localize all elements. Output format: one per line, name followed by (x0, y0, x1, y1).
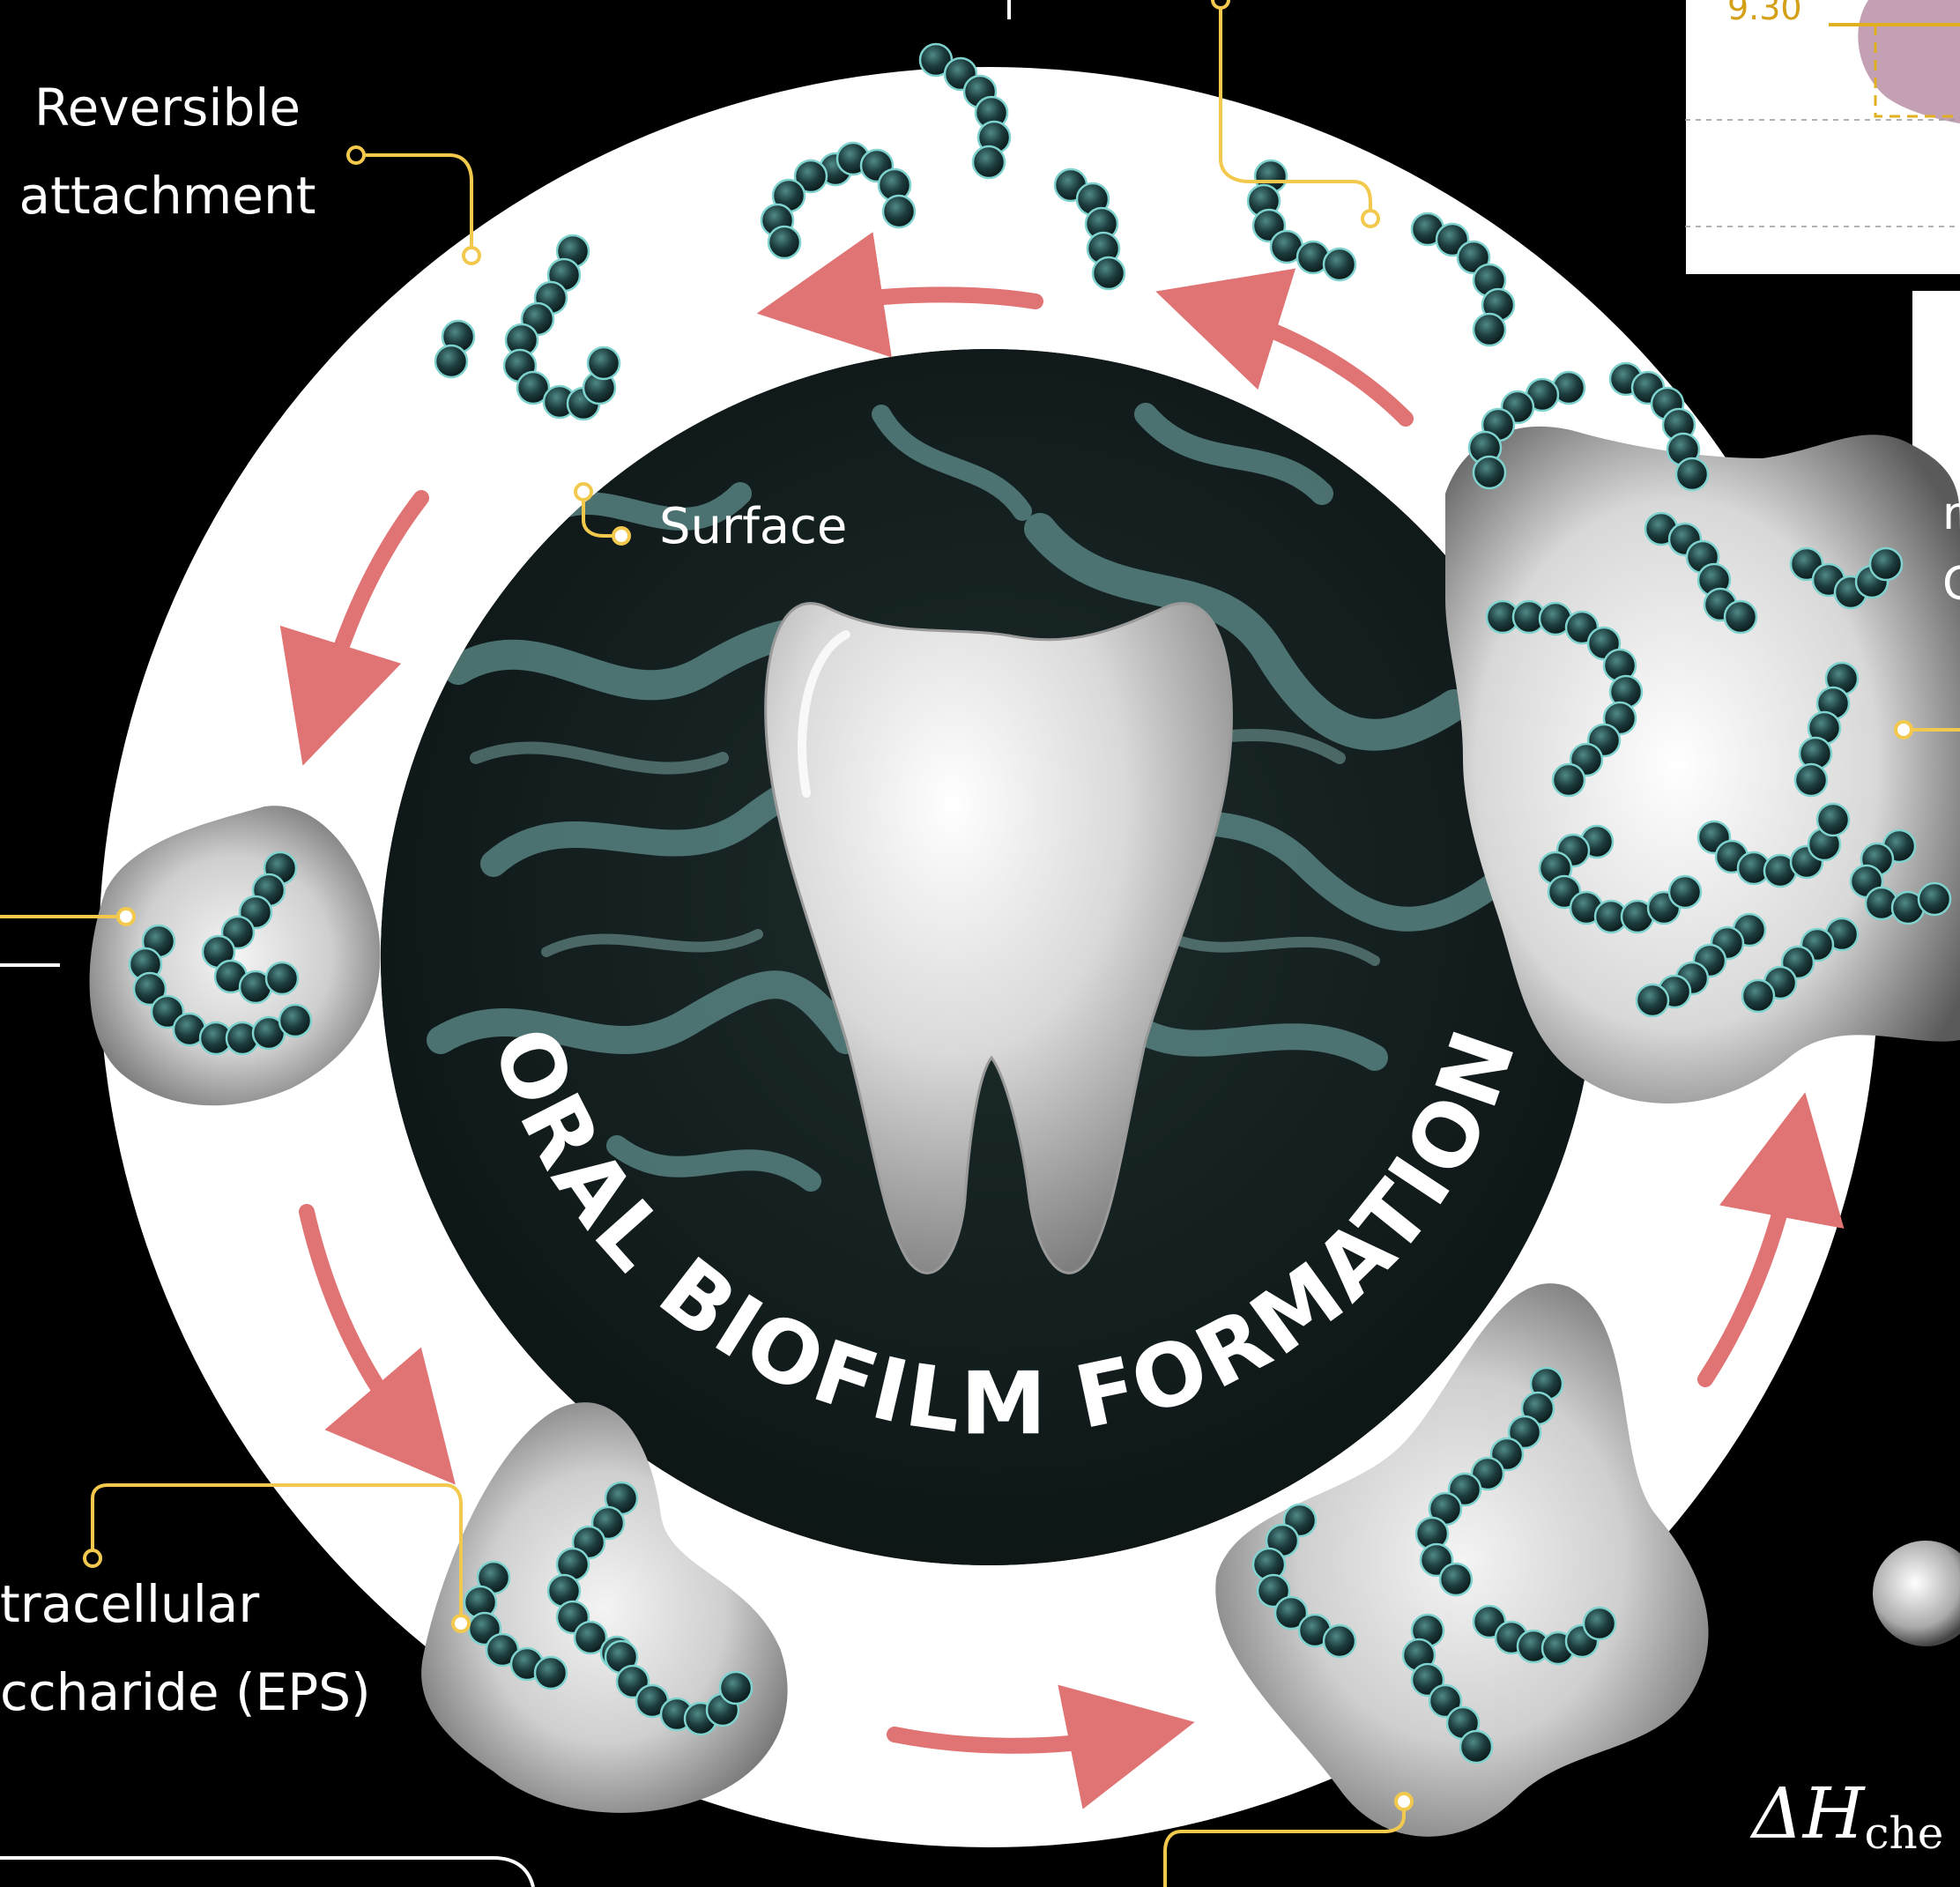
y-tick-10: 10 (1611, 6, 1644, 37)
coccus-cell (1919, 883, 1950, 915)
formula-subscript: che (1865, 1808, 1944, 1859)
callout-dot (464, 248, 479, 264)
coccus-cell (1460, 1731, 1492, 1763)
reversible-attachment-label: Reversible attachment (18, 63, 317, 240)
eps-line-2: ccharide (EPS) (0, 1648, 371, 1736)
coccus-cell (1324, 249, 1355, 280)
formula-main: ΔH (1749, 1772, 1867, 1854)
callout-dot (118, 909, 134, 925)
callout-dot (575, 484, 591, 500)
y-axis-label: Relative (1572, 31, 1613, 194)
y-tick-5: 5 (1628, 107, 1644, 137)
callout-dot (1362, 211, 1378, 227)
reversible-line-1: Reversible (18, 63, 317, 152)
coccus-cell (1795, 764, 1827, 796)
arrow-2 (820, 294, 1036, 304)
callout-dot (1213, 0, 1229, 8)
coccus-cell (1584, 1608, 1615, 1639)
y-tick-0: 0 (1628, 212, 1644, 243)
coccus-cell (1093, 257, 1125, 289)
coccus-cell (883, 196, 915, 227)
edge-letter-f: F (1942, 408, 1960, 461)
reversible-line-2: attachment (18, 152, 317, 240)
coccus-cell (279, 1005, 311, 1036)
eps-line-1: tracellular (0, 1560, 371, 1648)
coccus-cell (1742, 980, 1774, 1012)
coccus-cell (720, 1672, 752, 1704)
callout-dot (1896, 722, 1912, 738)
callout-dot (348, 147, 364, 163)
coccus-cell (1553, 764, 1585, 796)
surface-label: Surface (659, 498, 847, 555)
callout-dot (1396, 1794, 1412, 1809)
coccus-cell (1474, 314, 1505, 345)
coccus-cell (1676, 458, 1708, 490)
coccus-cell (1870, 548, 1902, 580)
coccus-cell (768, 227, 800, 258)
callout-dot (613, 528, 629, 544)
coccus-cell (973, 146, 1005, 178)
coccus-cell (1440, 1564, 1472, 1595)
callout-dot (453, 1616, 469, 1631)
eps-label: tracellular ccharide (EPS) (0, 1560, 371, 1736)
coccus-cell (1669, 876, 1701, 908)
coccus-cell (1474, 457, 1505, 488)
annotation-value: 9.30 (1727, 0, 1802, 27)
coccus-cell (1324, 1625, 1355, 1657)
coccus-cell (1637, 984, 1668, 1016)
coccus-cell (1817, 804, 1849, 836)
coccus-cell (435, 345, 467, 377)
coccus-cell (535, 1657, 567, 1689)
edge-letter-r: r (1942, 487, 1960, 540)
coccus-cell (588, 347, 620, 379)
coccus-cell (266, 962, 298, 994)
coccus-cell (1725, 601, 1756, 633)
edge-letter-c: C (1942, 558, 1960, 611)
